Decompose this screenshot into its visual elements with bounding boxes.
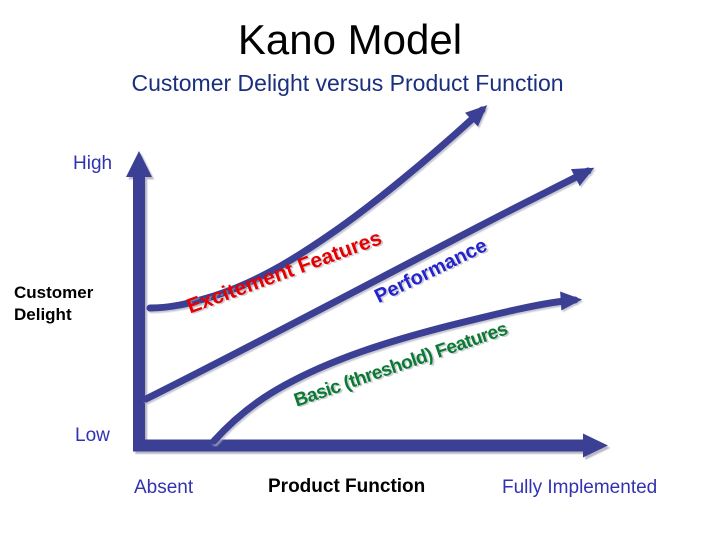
x-axis-right-tick: Fully Implemented [502, 477, 658, 498]
performance-curve [142, 167, 595, 403]
y-axis-high-tick: High [73, 153, 113, 174]
excitement-curve [146, 105, 488, 312]
x-axis-arrowhead-icon [583, 433, 608, 458]
page-title: Kano Model [237, 16, 463, 63]
x-axis-left-tick: Absent [134, 477, 194, 498]
x-axis-label: Product Function [268, 476, 426, 497]
y-axis-arrowhead-icon [126, 151, 152, 177]
page-subtitle: Customer Delight versus Product Function [131, 70, 564, 96]
y-axis-low-tick: Low [75, 425, 110, 446]
basic-curve [210, 291, 583, 445]
y-axis-label: Customer Delight [14, 283, 94, 325]
